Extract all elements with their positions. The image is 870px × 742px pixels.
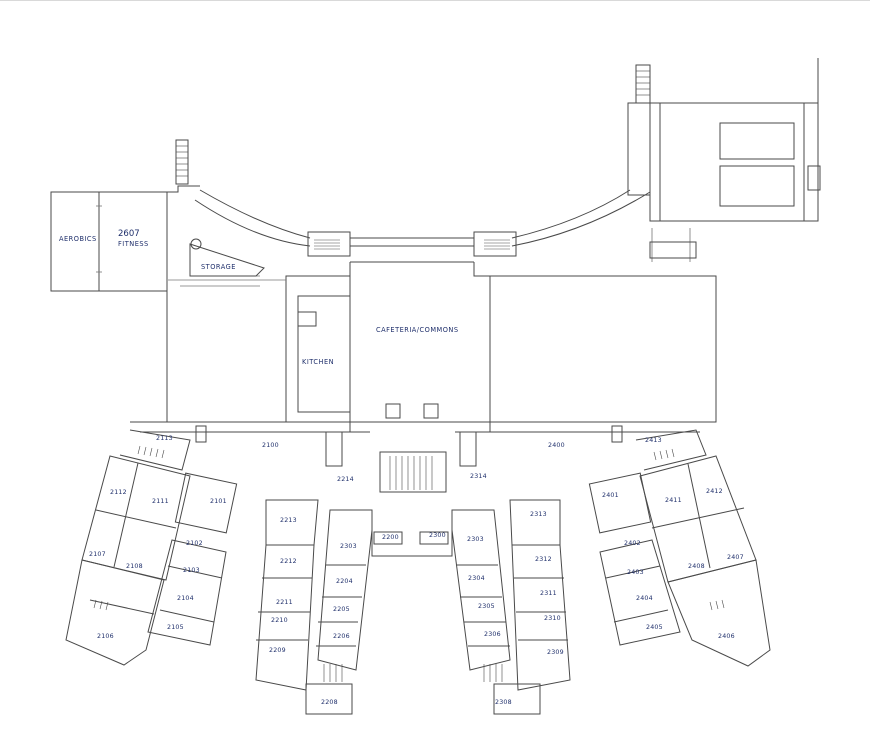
- room-2205: 2205: [333, 606, 350, 613]
- room-2213: 2213: [280, 517, 297, 524]
- room-2105: 2105: [167, 624, 184, 631]
- room-2305: 2305: [478, 603, 495, 610]
- room-2310: 2310: [544, 615, 561, 622]
- room-2405: 2405: [646, 624, 663, 631]
- room-2408: 2408: [688, 563, 705, 570]
- room-2403: 2403: [627, 569, 644, 576]
- room-2303-east: 2303: [467, 536, 484, 543]
- room-2312: 2312: [535, 556, 552, 563]
- room-2111: 2111: [152, 498, 169, 505]
- room-2210: 2210: [271, 617, 288, 624]
- room-2113: 2113: [156, 435, 173, 442]
- room-2300: 2300: [429, 532, 446, 539]
- room-2309: 2309: [547, 649, 564, 656]
- room-2200: 2200: [382, 534, 399, 541]
- room-2112: 2112: [110, 489, 127, 496]
- room-2209: 2209: [269, 647, 286, 654]
- room-2108: 2108: [126, 563, 143, 570]
- room-2306: 2306: [484, 631, 501, 638]
- room-2104: 2104: [177, 595, 194, 602]
- room-2401: 2401: [602, 492, 619, 499]
- room-2400: 2400: [548, 442, 565, 449]
- wing-2400: [588, 429, 771, 667]
- fitness-wing: [50, 139, 200, 292]
- wing-2200: [255, 499, 373, 715]
- room-2101: 2101: [210, 498, 227, 505]
- wing-2300: [451, 499, 571, 715]
- room-2314: 2314: [470, 473, 487, 480]
- room-2308: 2308: [495, 699, 512, 706]
- center-connector: [371, 530, 453, 557]
- label-fitness-number: 2607: [118, 229, 140, 239]
- room-2206: 2206: [333, 633, 350, 640]
- room-2402: 2402: [624, 540, 641, 547]
- room-2412: 2412: [706, 488, 723, 495]
- gymnasium: [627, 58, 821, 262]
- room-2103: 2103: [183, 567, 200, 574]
- room-2304: 2304: [468, 575, 485, 582]
- wing-2100: [65, 429, 238, 666]
- room-2413: 2413: [645, 437, 662, 444]
- label-aerobics: AEROBICS: [59, 235, 97, 243]
- room-2204: 2204: [336, 578, 353, 585]
- concourse: [194, 189, 651, 257]
- label-kitchen: KITCHEN: [302, 358, 334, 366]
- label-fitness: FITNESS: [118, 240, 149, 248]
- room-2102: 2102: [186, 540, 203, 547]
- room-2106: 2106: [97, 633, 114, 640]
- room-2212: 2212: [280, 558, 297, 565]
- room-2411: 2411: [665, 497, 682, 504]
- room-2107: 2107: [89, 551, 106, 558]
- label-storage: STORAGE: [201, 263, 236, 271]
- room-2303: 2303: [340, 543, 357, 550]
- room-2313: 2313: [530, 511, 547, 518]
- cafeteria-block: [166, 238, 717, 432]
- top-border: [0, 0, 870, 1]
- room-2208: 2208: [321, 699, 338, 706]
- room-2406: 2406: [718, 633, 735, 640]
- room-labels: 2113 2100 2214 2314 2400 2413 2112 2111 …: [89, 435, 744, 706]
- room-2100: 2100: [262, 442, 279, 449]
- main-corridor: [130, 421, 710, 493]
- room-2404: 2404: [636, 595, 653, 602]
- label-cafeteria: CAFETERIA/COMMONS: [376, 326, 459, 334]
- room-2311: 2311: [540, 590, 557, 597]
- room-2211: 2211: [276, 599, 293, 606]
- room-2214: 2214: [337, 476, 354, 483]
- room-2407: 2407: [727, 554, 744, 561]
